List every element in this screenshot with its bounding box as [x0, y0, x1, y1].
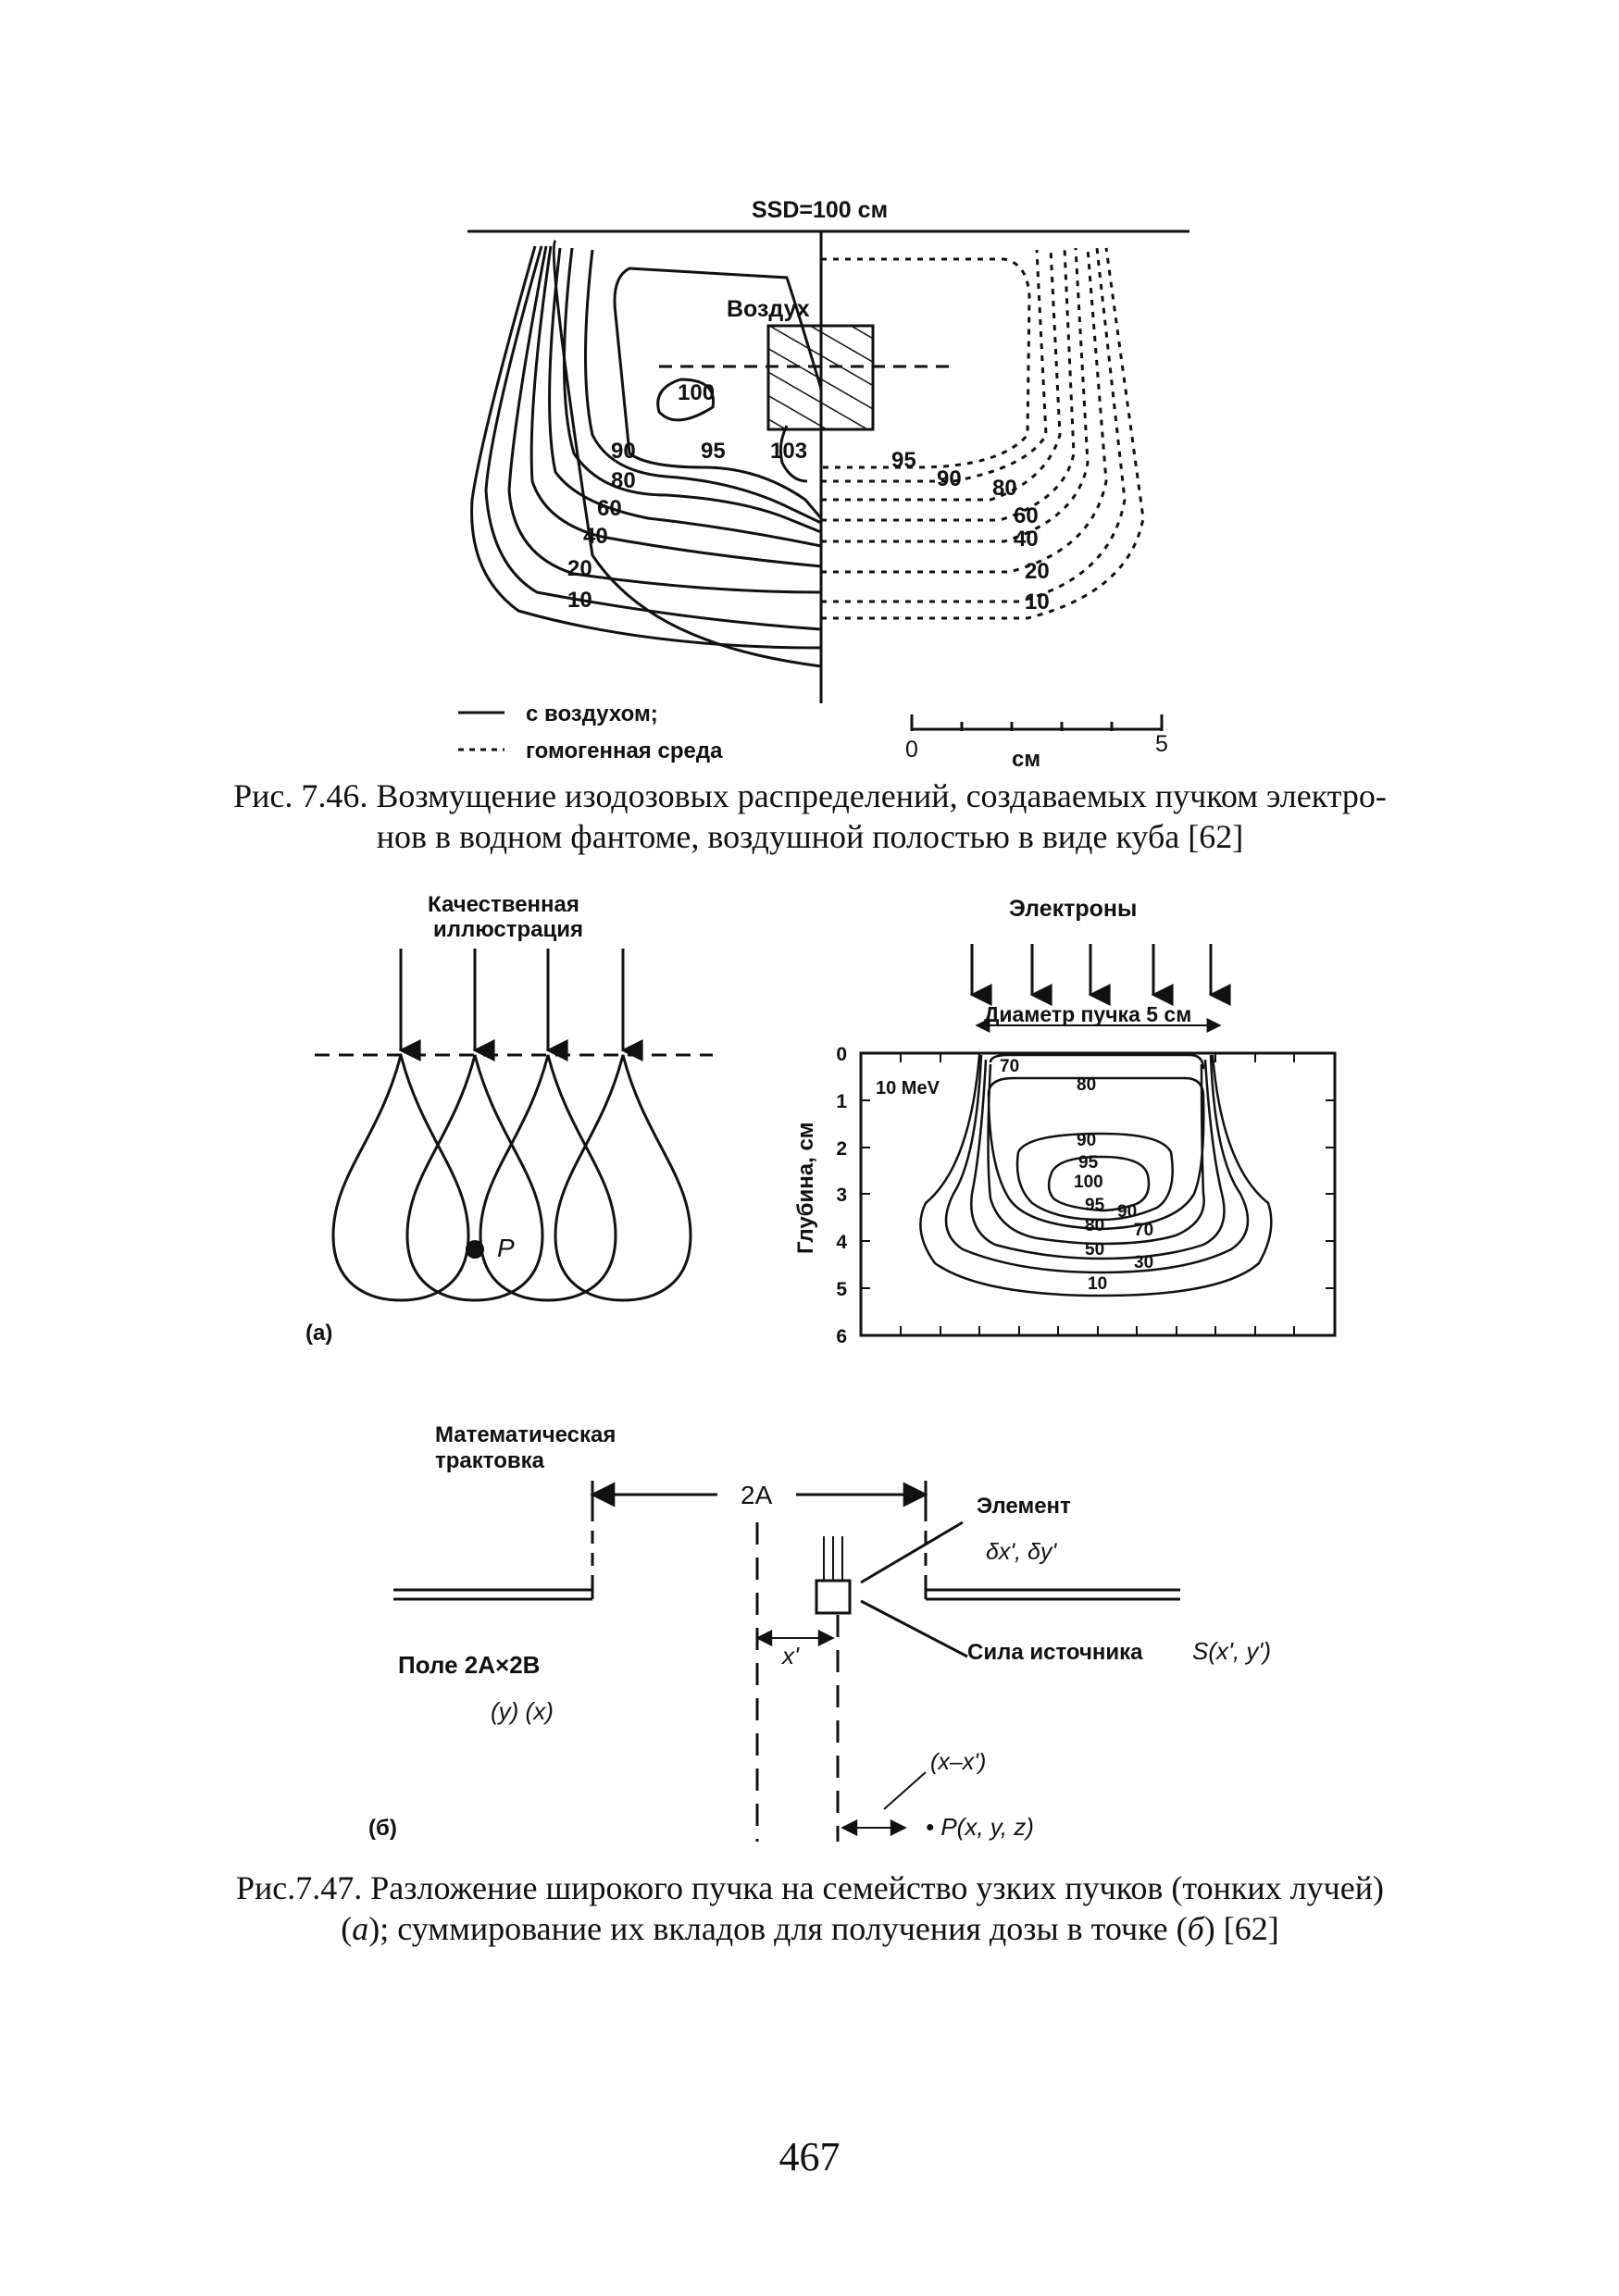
iso-30: 30: [1134, 1253, 1153, 1272]
ytick: 1: [836, 1091, 847, 1112]
field-label: Поле 2A×2B: [398, 1651, 540, 1679]
width-label: 2A: [741, 1481, 773, 1509]
qual-title-1: Качественная: [428, 892, 579, 917]
iso-label-100: 100: [678, 380, 715, 405]
math-title-2: трактовка: [435, 1448, 545, 1473]
iso-100: 100: [1074, 1173, 1103, 1192]
math-title-1: Математическая: [435, 1422, 616, 1447]
iso-label-r90: 90: [937, 466, 962, 491]
y-axis-label: Глубина, см: [793, 1122, 818, 1254]
iso-label-r95: 95: [891, 448, 916, 473]
ytick: 6: [836, 1326, 847, 1347]
caption-7-46-line1: Рис. 7.46. Возмущение изодозовых распред…: [233, 777, 1387, 814]
iso-label-10: 10: [567, 588, 592, 613]
field-vars: (y) (x): [491, 1697, 554, 1725]
caption-7-47: Рис.7.47. Разложение широкого пучка на с…: [167, 1868, 1453, 1949]
caption-text: ); суммирование их вкладов для получения…: [368, 1910, 1188, 1947]
iso-label-r60: 60: [1014, 503, 1039, 528]
panel-b-label: (б): [368, 1816, 397, 1841]
caption-italic: б: [1187, 1910, 1204, 1947]
iso-80: 80: [1077, 1075, 1096, 1095]
caption-text: ) [62]: [1203, 1910, 1279, 1947]
ytick: 5: [836, 1279, 847, 1300]
iso-95b: 95: [1085, 1196, 1105, 1215]
iso-70: 70: [1000, 1057, 1019, 1076]
iso-10: 10: [1088, 1274, 1107, 1294]
iso-70b: 70: [1134, 1221, 1153, 1240]
iso-80b: 80: [1085, 1216, 1104, 1235]
source-func: S(x', y'): [1192, 1637, 1271, 1665]
panel-a-label: (а): [305, 1321, 332, 1346]
iso-90b: 90: [1117, 1202, 1137, 1222]
xprime-label: x': [780, 1642, 800, 1669]
caption-7-46-line2: нов в водном фантоме, воздушной полостью…: [376, 818, 1244, 855]
qual-title-2: иллюстрация: [433, 917, 583, 942]
iso-label-r40: 40: [1014, 527, 1039, 552]
caption-7-47-line1: Рис.7.47. Разложение широкого пучка на с…: [236, 1869, 1384, 1906]
xdiff-label: (x–x'): [930, 1749, 986, 1775]
figure-7-46: SSD=100 см Воздух 100 90: [458, 197, 1189, 772]
iso-50: 50: [1085, 1240, 1104, 1260]
scale-start: 0: [905, 737, 918, 763]
iso-90: 90: [1077, 1131, 1096, 1150]
ytick: 2: [836, 1138, 847, 1160]
figure-7-47a: Качественная иллюстрация P (а) Электроны…: [305, 892, 1337, 1347]
iso-label-80: 80: [611, 468, 636, 493]
iso-label-r80: 80: [992, 476, 1017, 501]
scale-end: 5: [1155, 731, 1168, 757]
point-label: • P(x, y, z): [926, 1813, 1034, 1841]
caption-7-46: Рис. 7.46. Возмущение изодозовых распред…: [167, 776, 1453, 857]
caption-italic: а: [352, 1910, 369, 1947]
iso-label-r20: 20: [1025, 559, 1050, 584]
element-vars: δx', δy': [986, 1539, 1057, 1565]
iso-label-60: 60: [597, 496, 622, 521]
point-p: [466, 1240, 484, 1259]
air-cube: [766, 324, 875, 431]
source-element: [815, 1579, 852, 1615]
legend-dashed: гомогенная среда: [526, 738, 723, 763]
ssd-label: SSD=100 см: [752, 197, 888, 223]
pencil-beam-lobe: [479, 1054, 617, 1302]
pencil-beam-lobe: [554, 1054, 692, 1302]
element-label: Элемент: [977, 1494, 1071, 1519]
ytick: 3: [836, 1185, 847, 1206]
energy-label: 10 MeV: [876, 1078, 940, 1098]
figure-7-47b: Математическая трактовка 2A Элемент δx',…: [368, 1422, 1271, 1842]
pencil-beam-lobe: [405, 1054, 544, 1302]
iso-label-103: 103: [770, 439, 807, 464]
legend-solid: с воздухом;: [526, 701, 658, 726]
iso-label-95: 95: [701, 439, 726, 464]
iso-label-90: 90: [611, 439, 636, 464]
caption-7-47-line2: (а); суммирование их вкладов для получен…: [167, 1908, 1453, 1949]
pencil-beam-lobe: [331, 1054, 470, 1302]
ytick: 4: [836, 1232, 847, 1253]
caption-text: (: [341, 1910, 353, 1947]
iso-95: 95: [1078, 1153, 1099, 1173]
iso-label-40: 40: [583, 524, 608, 549]
iso-label-r10: 10: [1025, 590, 1050, 614]
beam-diameter: Диаметр пучка 5 см: [984, 1002, 1191, 1026]
point-p-label: P: [497, 1234, 515, 1262]
scale-unit: см: [1012, 747, 1040, 772]
iso-label-20: 20: [567, 556, 592, 581]
page-number: 467: [778, 2134, 841, 2179]
source-label: Сила источника: [967, 1640, 1143, 1665]
electrons-title: Электроны: [1009, 896, 1137, 922]
ytick: 0: [836, 1044, 847, 1065]
